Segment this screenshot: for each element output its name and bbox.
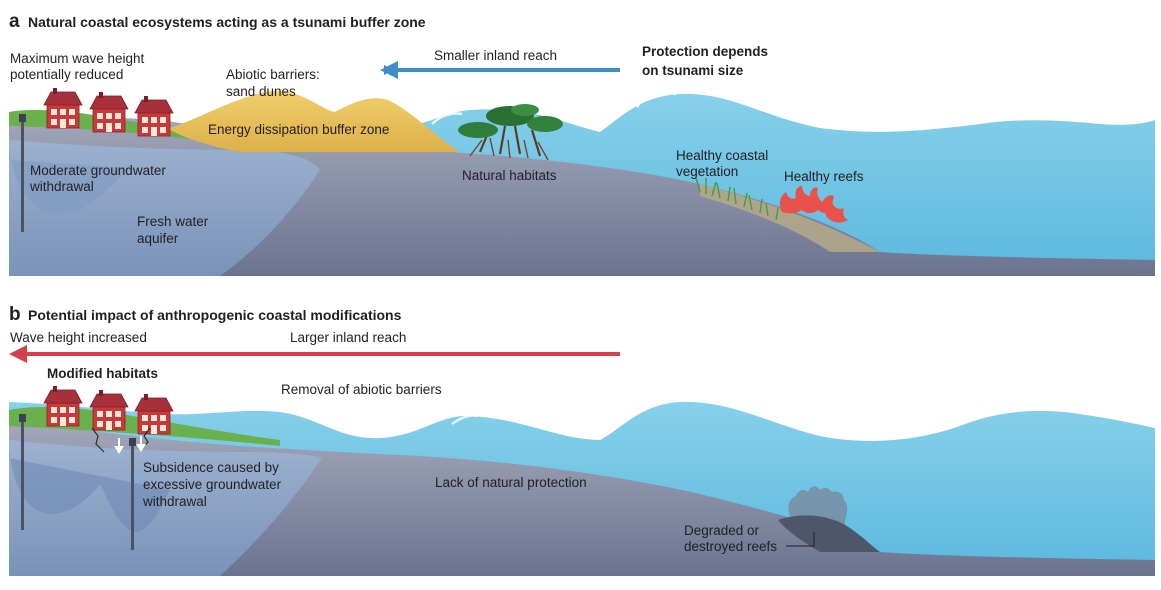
panel-b-reef-callout-line [786,532,815,547]
label-subsidence-2: excessive groundwater [143,477,282,492]
panel-a-aquifer-depression [9,150,130,214]
label-protection-2: on tsunami size [642,63,744,78]
panel-b-title: Potential impact of anthropogenic coasta… [28,307,402,323]
panel-b-aquifer-depression [9,450,170,532]
label-lack-protection: Lack of natural protection [435,475,587,490]
panel-a-wave-foam [639,90,677,102]
label-degraded-2: destroyed reefs [684,539,777,554]
label-max-wave-2: potentially reduced [10,67,123,82]
label-degraded-1: Degraded or [684,523,760,538]
panel-b-wave-foam-small [451,414,479,426]
panel-a-title: Natural coastal ecosystems acting as a t… [28,14,426,30]
label-subsidence-1: Subsidence caused by [143,460,279,475]
panel-a-arrowhead-icon [380,61,398,79]
label-modified-habitats: Modified habitats [47,366,158,381]
label-removal-barriers: Removal of abiotic barriers [281,382,442,397]
panel-a-wave-crest-small [431,112,463,125]
label-groundwater-1: Moderate groundwater [30,163,166,178]
label-smaller-reach: Smaller inland reach [434,48,557,63]
panel-a-letter: a [9,11,20,32]
panel-a-sand-dunes [170,91,460,152]
panel-a-healthy-reefs-icon [779,186,848,223]
label-aquifer-2: aquifer [137,231,179,246]
label-natural-habitats: Natural habitats [462,168,557,183]
panel-b-well-icon [19,414,26,530]
label-max-wave-1: Maximum wave height [10,51,145,66]
house-icon [89,91,129,133]
house-icon [134,95,174,137]
panel-a-mangrove-trees-icon [458,104,563,161]
house-icon [134,393,174,435]
label-abiotic-2: sand dunes [226,84,296,99]
panel-b-well-icon-2 [129,438,136,550]
house-icon [43,385,83,427]
house-icon [89,389,129,431]
label-healthy-reefs: Healthy reefs [784,169,864,184]
label-coastal-veg-2: vegetation [676,164,738,179]
label-groundwater-2: withdrawal [29,179,94,194]
label-subsidence-3: withdrawal [142,494,207,509]
panel-b-wave-foam [620,398,663,421]
panel-a-well-icon [19,114,26,232]
label-abiotic-1: Abiotic barriers: [226,67,320,82]
panel-b-letter: b [9,304,21,325]
house-icon [43,87,83,129]
label-aquifer-1: Fresh water [137,214,209,229]
panel-b-degraded-reefs-icon [778,486,880,552]
label-larger-reach: Larger inland reach [290,330,406,345]
panel-a: a Natural coastal ecosystems acting as a… [9,11,1155,276]
panel-b-arrowhead-icon [9,345,27,363]
panel-b-subsidence-arrows-icon [114,436,146,454]
label-wave-increased: Wave height increased [10,330,147,345]
panel-b: b Potential impact of anthropogenic coas… [9,304,1155,576]
panel-a-coastal-vegetation-icon [695,177,779,221]
label-protection-1: Protection depends [642,44,768,59]
label-coastal-veg-1: Healthy coastal [676,148,768,163]
panel-a-ground [9,112,1155,276]
label-buffer-zone: Energy dissipation buffer zone [208,122,389,137]
